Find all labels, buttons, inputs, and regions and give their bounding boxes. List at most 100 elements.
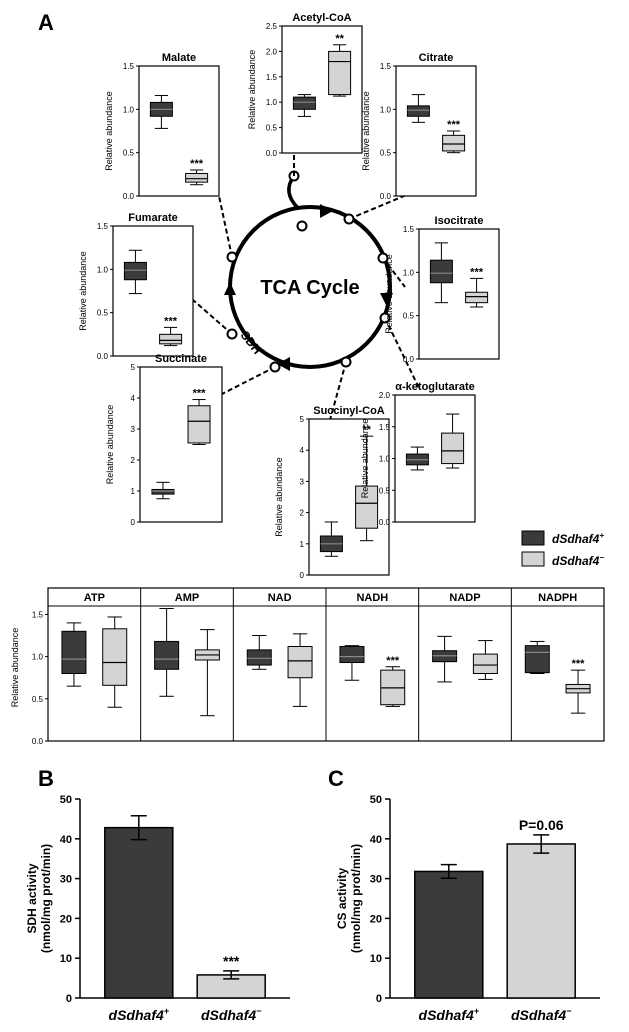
chart-title: Malate (162, 52, 196, 64)
y-axis-label: Relative abundance (247, 50, 257, 130)
category-label: AMP (175, 592, 199, 604)
box-1-iqr (328, 50, 352, 96)
connector-7 (218, 195, 233, 258)
bar-1 (506, 843, 576, 999)
chart-title: Acetyl-CoA (292, 12, 351, 24)
cycle-node-3 (379, 312, 391, 324)
category-label: NADH (356, 592, 388, 604)
cycle-arrowhead-right (380, 293, 393, 307)
y-tick-label: 0 (300, 571, 305, 580)
legend-label-mutant: dSdhaf4− (552, 553, 604, 568)
y-tick-label: 1.5 (379, 423, 391, 432)
box-0-iqr (429, 259, 453, 284)
y-tick-label: 0.5 (123, 149, 135, 158)
significance-label: *** (190, 158, 204, 170)
y-tick-label: 0.5 (97, 309, 109, 318)
box-0-iqr (151, 488, 175, 495)
y-tick-label: 20 (370, 913, 382, 925)
cycle-node-1 (343, 213, 355, 225)
x-category-label-1: dSdhaf4− (201, 1006, 262, 1023)
category-label: NADPH (538, 592, 577, 604)
y-tick-label: 2 (300, 509, 305, 518)
y-tick-label: 0 (131, 518, 136, 527)
cycle-node-0 (296, 220, 308, 232)
y-tick-label: 1.5 (32, 610, 44, 619)
box-1-iqr (355, 485, 379, 529)
y-tick-label: 0.5 (32, 695, 44, 704)
y-tick-label: 5 (300, 415, 305, 424)
y-tick-label: 2.0 (266, 47, 278, 56)
x-category-label-0: dSdhaf4+ (109, 1006, 170, 1023)
y-tick-label: 1.5 (380, 62, 392, 71)
y-axis-label: Relative abundance (104, 91, 114, 171)
y-tick-label: 1.0 (379, 455, 391, 464)
legend-swatch-mutant (521, 551, 545, 567)
box-ATP-1-iqr (102, 628, 128, 686)
y-tick-label: 50 (370, 794, 382, 806)
cycle-node-5 (269, 361, 281, 373)
y-tick-label: 40 (370, 834, 382, 846)
y-tick-label: 2.0 (379, 391, 391, 400)
box-1-iqr (185, 172, 209, 183)
box-NAD-0-iqr (246, 649, 272, 666)
category-label: ATP (84, 592, 105, 604)
significance-label: *** (470, 266, 484, 278)
plot-frame (395, 65, 477, 197)
y-tick-label: 0 (66, 993, 72, 1005)
category-label: NAD (268, 592, 292, 604)
box-ATP-0-iqr (61, 630, 87, 674)
box-1-iqr (442, 134, 466, 152)
significance-label: *** (447, 119, 461, 131)
y-tick-label: 20 (60, 913, 72, 925)
y-axis-label: Relative abundance (274, 457, 284, 537)
legend-swatch-control (521, 530, 545, 546)
significance-label: *** (223, 953, 240, 969)
y-axis-label: Relative abundance (384, 254, 394, 334)
y-tick-label: 1.0 (403, 268, 415, 277)
cycle-node-7 (226, 251, 238, 263)
bar-0 (414, 870, 484, 999)
y-tick-label: 4 (300, 446, 305, 455)
y-tick-label: 0.0 (403, 355, 415, 364)
cycle-nodes (226, 213, 391, 373)
y-axis-label: Relative abundance (105, 405, 115, 485)
y-tick-label: 5 (131, 363, 136, 372)
connector-5 (221, 366, 276, 395)
sdh-label: SDH (238, 328, 265, 357)
y-axis-label: Relative abundance (360, 419, 370, 499)
box-0-iqr (123, 261, 147, 281)
y-axis-label-line2: (nmol/mg prot/min) (39, 844, 53, 953)
significance-label: ** (335, 33, 344, 45)
plot-frame (139, 366, 223, 523)
significance-label: *** (193, 388, 207, 400)
y-tick-label: 0.0 (123, 192, 135, 201)
connector-3 (384, 317, 420, 389)
connector-2 (382, 257, 406, 288)
panel-label-c: C (328, 766, 344, 791)
y-tick-label: 1.0 (380, 105, 392, 114)
box-NADPH-0-iqr (524, 645, 550, 674)
legend: dSdhaf4+ dSdhaf4− (521, 530, 604, 568)
y-axis-label-line2: (nmol/mg prot/min) (349, 844, 363, 953)
bar-0 (104, 826, 174, 999)
panel-label-b: B (38, 766, 54, 791)
connector-4 (329, 361, 347, 421)
y-tick-label: 1.5 (97, 222, 109, 231)
y-tick-label: 30 (60, 874, 72, 886)
legend-label-control: dSdhaf4+ (552, 531, 604, 546)
cycle-node-4 (340, 356, 352, 368)
x-category-label-1: dSdhaf4− (511, 1006, 572, 1023)
chart-title: Succinyl-CoA (313, 405, 385, 417)
chart-title: Succinate (155, 353, 207, 365)
category-label: NADP (449, 592, 480, 604)
y-tick-label: 0.0 (379, 518, 391, 527)
y-tick-label: 2.5 (266, 22, 278, 31)
box-1-iqr (159, 333, 183, 345)
